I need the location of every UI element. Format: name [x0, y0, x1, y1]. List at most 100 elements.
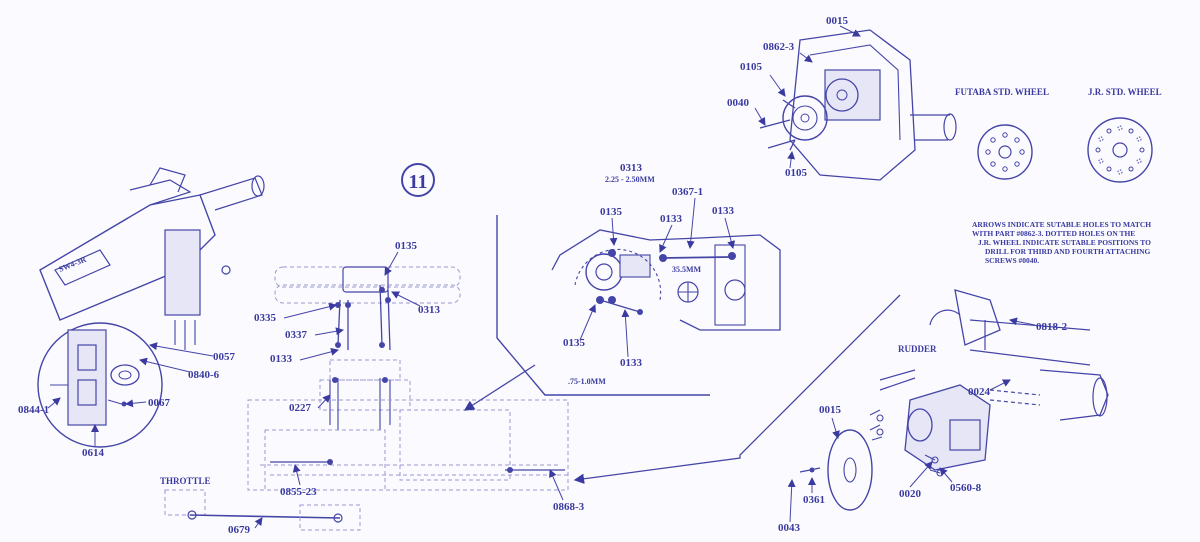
wheel-hole	[1098, 158, 1104, 164]
leader-line	[47, 397, 61, 409]
leader-line	[384, 251, 399, 276]
part-label-p0844-1: 0844-1	[18, 404, 49, 416]
wheel-hole	[1139, 147, 1145, 153]
part-label-p0133-left: 0133	[270, 353, 293, 365]
leader-line	[787, 479, 796, 523]
leader-line	[317, 394, 331, 409]
throttle-heading: THROTTLE	[160, 476, 211, 486]
part-label-p0135-mid: 0135	[600, 206, 623, 218]
wheel-hole	[1136, 158, 1142, 164]
wheel-hole	[1014, 161, 1020, 167]
wheel-hole	[1136, 136, 1142, 142]
servo-tray-drawing	[759, 29, 957, 181]
part-label-p0855-23: 0855-23	[280, 486, 317, 498]
part-label-p0020: 0020	[899, 488, 922, 500]
part-label-p0105-bottom: 0105	[785, 167, 808, 179]
leader-line	[909, 461, 933, 488]
part-label-p0105-top: 0105	[740, 61, 763, 73]
detail-circle-drawing	[37, 322, 163, 448]
part-label-p0868-3: 0868-3	[553, 501, 585, 513]
part-label-p0337: 0337	[285, 329, 308, 341]
leader-line	[724, 217, 736, 249]
leader-line	[299, 347, 339, 361]
wheel-hole	[1019, 149, 1025, 155]
leader-line	[839, 25, 861, 37]
small-gap-dimension: .75-1.0MM	[568, 377, 606, 386]
throttle-rod-drawing	[164, 489, 361, 531]
leader-lines	[47, 25, 1036, 529]
connector-arrows	[463, 294, 901, 484]
leader-line	[391, 291, 421, 307]
wheel-hole	[1117, 125, 1123, 131]
part-label-p0135-low: 0135	[563, 337, 586, 349]
futaba-wheel-drawing	[977, 124, 1033, 180]
part-label-p0043: 0043	[778, 522, 801, 534]
wheel-hole	[990, 137, 996, 143]
note-line: SCREWS #0040.	[985, 256, 1039, 265]
part-label-p0024: 0024	[968, 386, 991, 398]
part-label-p0560-8: 0560-8	[950, 482, 982, 494]
linkage-detail-drawing	[496, 215, 781, 396]
note-line: DRILL FOR THIRD AND FOURTH ATTACHING	[985, 247, 1151, 256]
part-label-p0818-2: 0818-2	[1036, 321, 1068, 333]
leader-line	[314, 327, 344, 336]
tail-gearbox-drawing: SW4-3R	[39, 167, 265, 350]
part-label-p0361: 0361	[803, 494, 825, 506]
ball-gap-dimension: 2.25 - 2.50MM	[605, 175, 655, 184]
part-label-p0135-left: 0135	[395, 240, 418, 252]
wheel-hole	[1128, 128, 1134, 134]
part-label-p0067: 0067	[148, 397, 171, 409]
part-label-p0133-mid-a: 0133	[660, 213, 683, 225]
rudder-servo-drawing	[799, 289, 1109, 511]
rudder-heading: RUDDER	[898, 344, 937, 354]
part-label-p0313-top: 0313	[620, 162, 643, 174]
leader-line	[149, 342, 214, 357]
wheel-hole	[1002, 166, 1008, 172]
part-label-p0313-left: 0313	[418, 304, 441, 316]
leader-line	[686, 197, 696, 249]
leader-line	[989, 379, 1011, 391]
part-label-p0057: 0057	[213, 351, 236, 363]
part-labels: 00150862-301050040010503130367-101350133…	[18, 15, 1068, 536]
part-label-p0015-bottom: 0015	[819, 404, 842, 416]
part-label-p0862-3: 0862-3	[763, 41, 795, 53]
wheel-hole	[1106, 128, 1112, 134]
part-label-p0133-mid-b: 0133	[712, 205, 735, 217]
rod-length-dimension: 35.5MM	[672, 265, 702, 274]
leader-line	[621, 309, 630, 358]
note-line: ARROWS INDICATE SUTABLE HOLES TO MATCH	[972, 220, 1151, 229]
wheel-hole	[1095, 147, 1101, 153]
leader-line	[292, 464, 301, 486]
wheel-hole	[990, 161, 996, 167]
step-number: 11	[409, 171, 428, 193]
wheel-hole	[1106, 166, 1112, 172]
leader-line	[609, 217, 618, 246]
leader-line	[1009, 317, 1036, 326]
leader-line	[283, 302, 337, 319]
part-label-p0335: 0335	[254, 312, 277, 324]
part-label-p0015-top: 0015	[826, 15, 849, 27]
wheel-hole	[1098, 136, 1104, 142]
leader-line	[787, 151, 796, 169]
note-line: WITH PART #0862-3. DOTTED HOLES ON THE	[972, 229, 1135, 238]
leader-line	[769, 74, 786, 97]
leader-line	[799, 52, 813, 63]
leader-line	[125, 399, 147, 408]
jr-wheel-heading: J.R. STD. WHEEL	[1088, 87, 1162, 97]
leader-line	[831, 417, 840, 439]
part-label-p0367-1: 0367-1	[672, 186, 703, 198]
part-label-p0040: 0040	[727, 97, 750, 109]
part-label-p0227: 0227	[289, 402, 312, 414]
part-label-p0840-6: 0840-6	[188, 369, 220, 381]
part-label-p0614: 0614	[82, 447, 105, 459]
leader-line	[139, 357, 191, 373]
leader-line	[754, 107, 766, 126]
leader-line	[659, 224, 673, 253]
leader-line	[549, 469, 564, 501]
wheel-hole	[1002, 132, 1008, 138]
wheel-hole	[985, 149, 991, 155]
wheel-hole	[1014, 137, 1020, 143]
futaba-wheel-heading: FUTABA STD. WHEEL	[955, 87, 1049, 97]
